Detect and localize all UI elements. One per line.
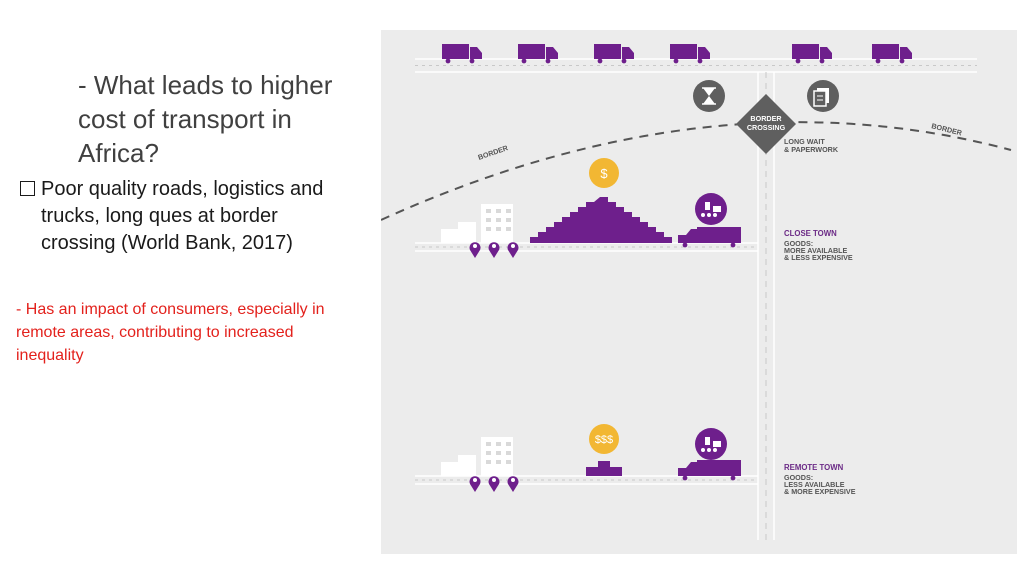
slide-heading: - What leads to higher cost of transport…	[78, 70, 333, 168]
paperwork-icon	[807, 80, 839, 112]
remote-town-pins	[469, 476, 519, 492]
remote-town-line2: LESS AVAILABLE	[784, 480, 845, 489]
infographic-canvas: BORDER BORDER BORDER CROSSING LONG WAIT …	[381, 44, 1012, 540]
remote-town-goods-icon	[695, 428, 727, 460]
checkbox-bullet-icon	[20, 181, 35, 196]
bullet-item: Poor quality roads, logistics and trucks…	[20, 176, 350, 257]
close-town-goods-pyramid	[530, 197, 672, 243]
remote-town-line3: & MORE EXPENSIVE	[784, 487, 856, 496]
remote-town-price: $$$	[595, 434, 613, 446]
remote-town-buildings-icon	[441, 437, 513, 476]
top-highway	[415, 58, 977, 73]
truck-icon	[792, 44, 832, 64]
location-pin-icon	[488, 242, 500, 258]
close-town-line3: & LESS EXPENSIVE	[784, 253, 853, 262]
truck-queue	[442, 44, 912, 64]
border-label-left: BORDER	[477, 143, 510, 162]
close-town-pins	[469, 242, 519, 258]
truck-icon	[518, 44, 558, 64]
close-town-road	[415, 242, 758, 252]
wait-label-line1: LONG WAIT	[784, 137, 825, 146]
truck-icon	[594, 44, 634, 64]
bullet-text: Poor quality roads, logistics and trucks…	[41, 178, 324, 254]
impact-note: - Has an impact of consumers, especially…	[16, 301, 325, 364]
location-pin-icon	[488, 476, 500, 492]
close-town-title: CLOSE TOWN	[784, 229, 837, 238]
close-town-price: $	[600, 166, 608, 181]
wait-label-line2: & PAPERWORK	[784, 145, 839, 154]
location-pin-icon	[507, 242, 519, 258]
remote-town-title: REMOTE TOWN	[784, 463, 844, 472]
close-town-price-coin: $	[589, 158, 619, 188]
crossing-label-line1: BORDER	[750, 114, 782, 123]
crossing-label-line2: CROSSING	[747, 123, 786, 132]
location-pin-icon	[469, 476, 481, 492]
border-line	[381, 121, 1012, 221]
close-town-truck	[678, 227, 741, 248]
truck-icon	[442, 44, 482, 64]
border-crossing-infographic: BORDER BORDER BORDER CROSSING LONG WAIT …	[381, 30, 1017, 554]
remote-town-price-coin: $$$	[589, 424, 619, 454]
close-town-line2: MORE AVAILABLE	[784, 246, 848, 255]
border-crossing-marker: BORDER CROSSING	[736, 94, 796, 154]
location-pin-icon	[507, 476, 519, 492]
hourglass-icon	[693, 80, 725, 112]
close-town-buildings-icon	[441, 204, 513, 243]
truck-icon	[872, 44, 912, 64]
remote-town-truck	[678, 460, 741, 481]
close-town-line1: GOODS:	[784, 239, 813, 248]
remote-town-road	[415, 475, 758, 485]
remote-town-goods-pyramid	[586, 461, 622, 476]
remote-town-line1: GOODS:	[784, 473, 813, 482]
truck-icon	[670, 44, 710, 64]
location-pin-icon	[469, 242, 481, 258]
close-town-goods-icon	[695, 193, 727, 225]
